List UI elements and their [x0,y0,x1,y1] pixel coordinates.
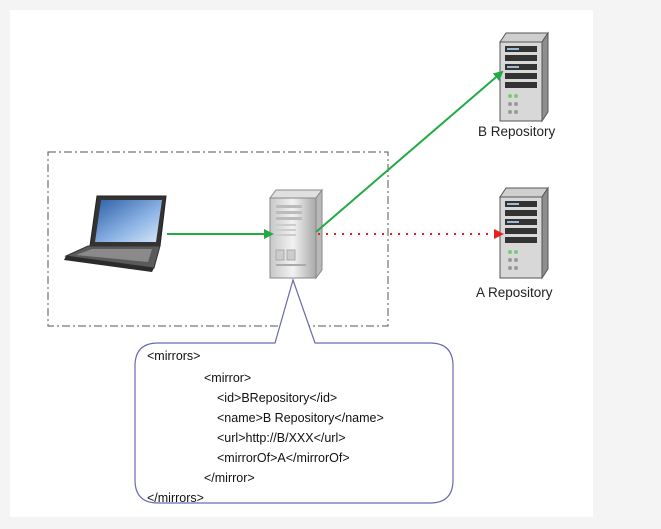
arrow-proxy-to-b-repository [315,70,504,233]
laptop-icon [64,195,167,272]
code-line: <mirrors> [147,349,201,363]
proxy-group-frame [47,151,389,327]
code-line: </mirror> [204,471,255,485]
b-repository-server-icon [499,31,549,123]
code-line: <name>B Repository</name> [217,411,384,425]
code-line: </mirrors> [147,491,204,505]
code-line: <id>BRepository</id> [217,391,338,405]
mirror-config-callout [134,278,454,504]
a-repository-server-icon [499,186,549,280]
code-line: <mirror> [204,371,252,385]
code-line: <url>http://B/XXX</url> [217,431,346,445]
a-repository-label: A Repository [476,285,553,300]
diagram-canvas [10,10,593,517]
code-line: <mirrorOf>A</mirrorOf> [217,451,350,465]
b-repository-label: B Repository [478,124,556,139]
proxy-server-icon [269,188,323,280]
